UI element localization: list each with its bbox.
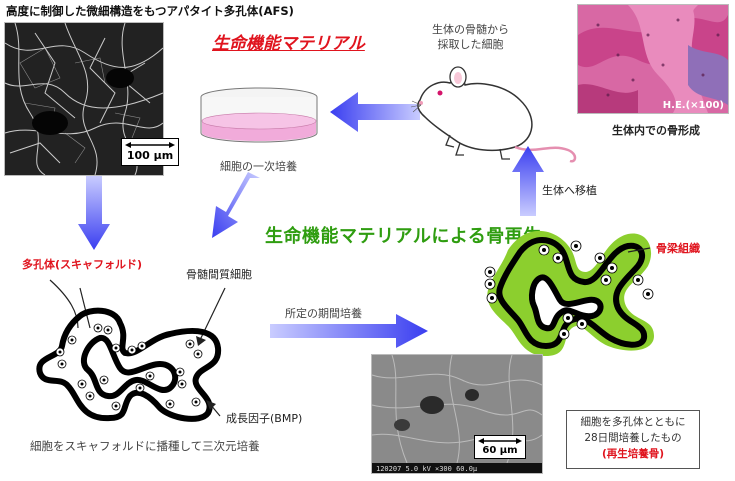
note-line-2: 28日間培養したもの — [584, 432, 682, 444]
sem-image-cultured: 60 μm 120207 5.0 kV ×300 60.0μ — [371, 354, 543, 474]
histology-texture — [578, 5, 728, 113]
scaffold-left — [36, 279, 226, 422]
sem2-footer: 120207 5.0 kV ×300 60.0μ — [376, 465, 478, 473]
period-culture-label: 所定の期間培養 — [285, 307, 362, 320]
marrow-cell-label: 骨髄間質細胞 — [186, 268, 252, 281]
sem2-scalebar-arrow — [478, 438, 522, 444]
histology-image: H.E.(×100) — [577, 4, 729, 114]
bone-tissue-label: 骨梁組織 — [656, 242, 700, 255]
petri-dish — [200, 87, 318, 143]
arrow-dish-to-scaffold — [212, 172, 260, 238]
growth-factor-label: 成長因子(BMP) — [226, 412, 303, 425]
arrow-culture-right — [270, 314, 428, 348]
rat-caption-1: 生体の骨髄から 採取した細胞 — [432, 22, 509, 52]
scaffold-pointer-line — [49, 279, 91, 329]
scaffold-right-bone — [484, 230, 654, 356]
sem-scalebar: 100 μm — [121, 138, 179, 166]
page-title: 高度に制御した微細構造をもつアパタイト多孔体(AFS) — [6, 4, 294, 18]
sem-scale-label: 100 μm — [126, 149, 174, 162]
seeding-caption: 細胞をスキャフォルドに播種して三次元培養 — [30, 439, 260, 453]
subtitle: 生命機能マテリアル — [212, 34, 365, 54]
transplant-label: 生体へ移植 — [542, 184, 597, 197]
histology-tag: H.E.(×100) — [662, 100, 724, 111]
culture-label: 細胞の一次培養 — [220, 160, 297, 173]
rat-caption: 生体の骨髄から 採取した細胞 — [432, 23, 509, 51]
note-line-1: 細胞を多孔体とともに — [580, 416, 686, 428]
note-highlight: (再生培養骨) — [601, 448, 665, 460]
arrow-transplant-up — [512, 146, 544, 216]
sem-image-afs: 100 μm — [4, 22, 179, 176]
center-title: 生命機能マテリアルによる骨再生 — [265, 226, 542, 247]
sem2-scalebar: 60 μm — [474, 435, 526, 459]
scaffold-label: 多孔体(スキャフォルド) — [22, 258, 143, 271]
sem2-scale-label: 60 μm — [482, 445, 518, 456]
scalebar-arrow — [125, 142, 175, 148]
rat-illustration — [410, 66, 577, 163]
arrow-sem-down — [78, 176, 110, 250]
histology-caption: 生体内での骨形成 — [612, 124, 700, 137]
note-box: 細胞を多孔体とともに 28日間培養したもの (再生培養骨) — [566, 410, 700, 469]
arrow-rat-to-dish — [330, 92, 420, 132]
sem-texture — [4, 22, 164, 176]
